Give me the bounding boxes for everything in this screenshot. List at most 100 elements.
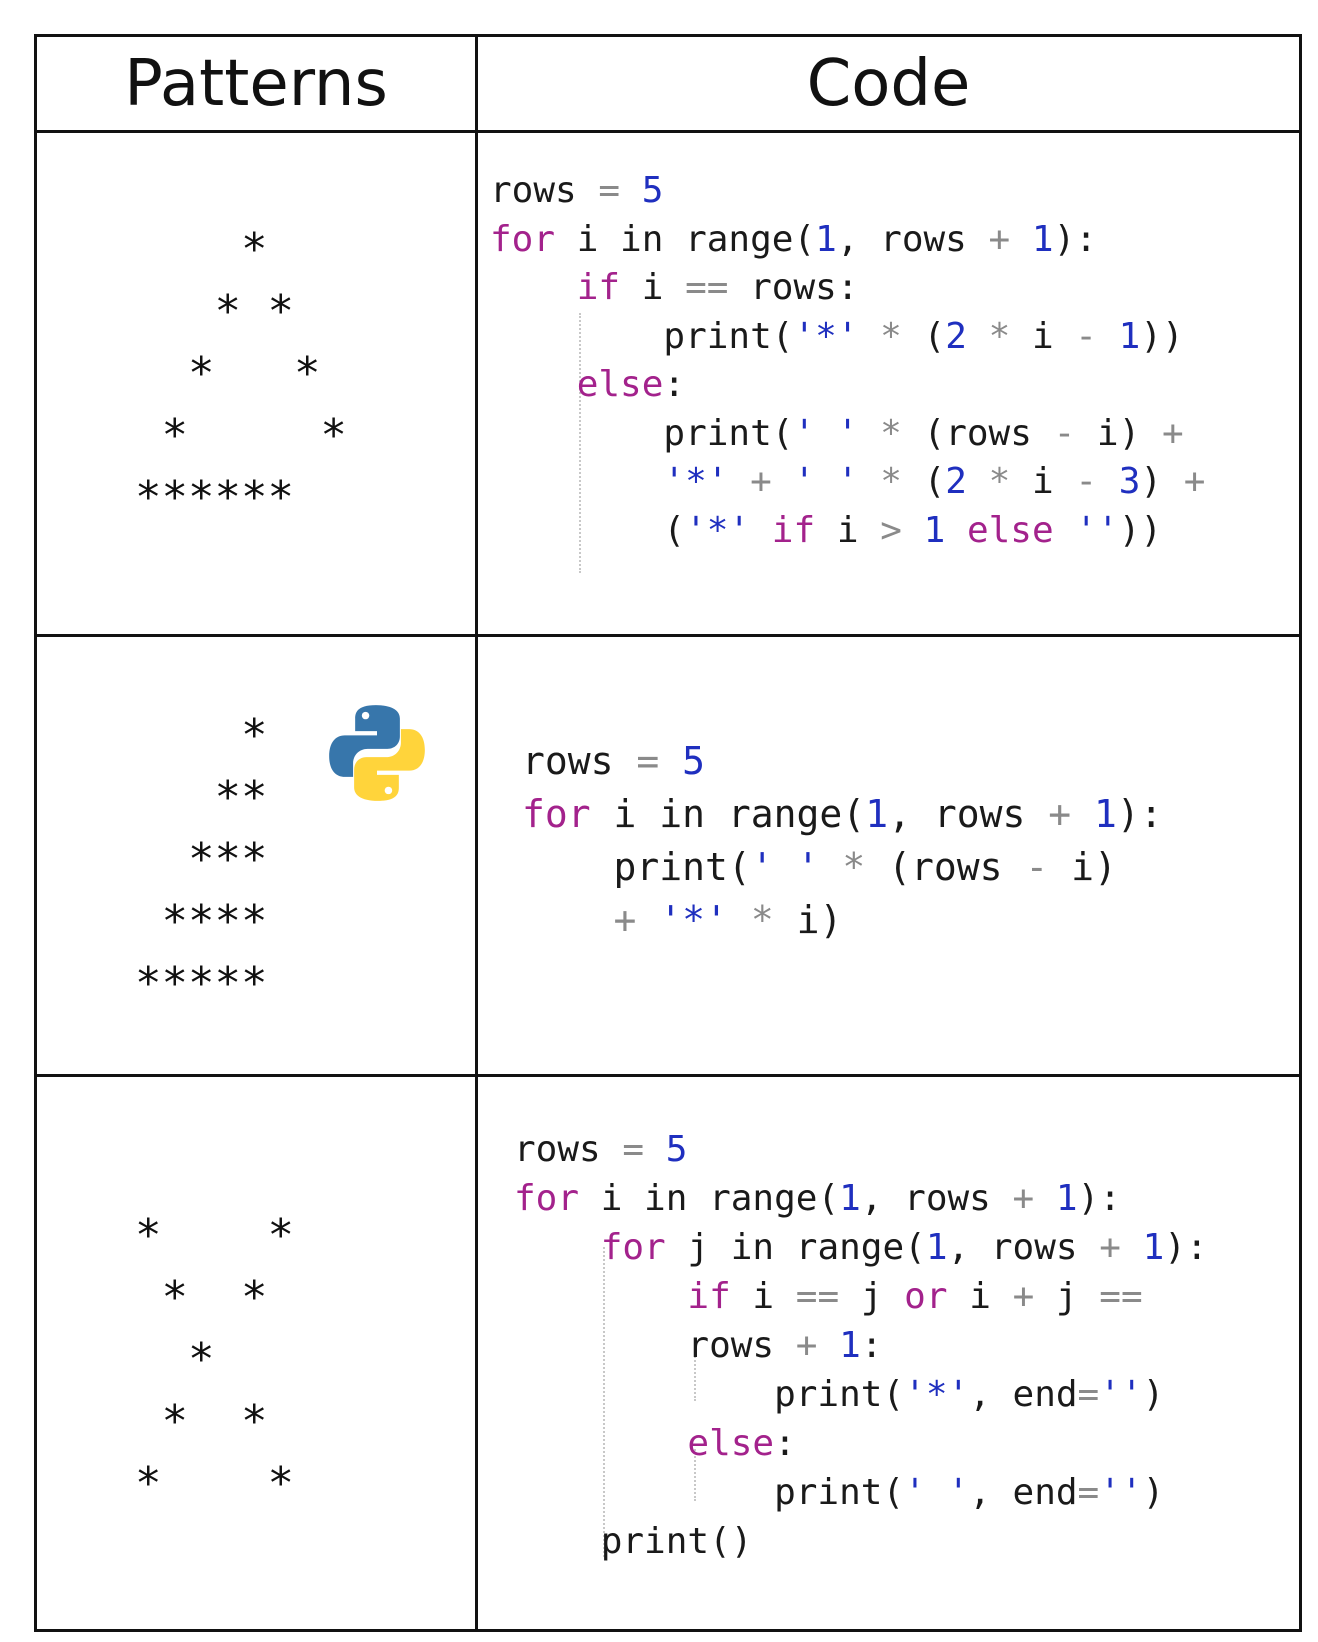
code-text-token: i in range( (579, 1178, 840, 1219)
code-text-token: i (1010, 315, 1076, 357)
string-token: '*' (685, 509, 751, 551)
code-line: print('*' * (2 * i - 1)) (490, 313, 1205, 362)
code-line: for i in range(1, rows + 1): (514, 1174, 1208, 1223)
keyword-token: for (522, 792, 591, 836)
code-text-token: print( (490, 315, 794, 357)
code-text-token (490, 364, 577, 405)
code-text-token: print( (522, 845, 751, 889)
code-line: print() (514, 1517, 1208, 1566)
number-token: 1 (1118, 315, 1141, 357)
keyword-token: else (966, 509, 1054, 551)
code-text-token: , rows (860, 1178, 1013, 1219)
string-token: '' (1075, 509, 1119, 551)
code-text-token: print( (490, 412, 794, 454)
operator-token: * (842, 845, 866, 889)
code-text-token: print() (514, 1521, 753, 1562)
code-text-token: i (1010, 461, 1076, 502)
code-text-token: , rows (947, 1227, 1100, 1268)
operator-token: + (1012, 1276, 1035, 1317)
code-line: rows = 5 (522, 735, 1163, 788)
code-text-token: rows: (728, 267, 859, 308)
code-text-token (490, 267, 577, 308)
code-text-token (522, 898, 614, 942)
number-token: 1 (1142, 1227, 1165, 1268)
number-token: 1 (839, 1325, 861, 1366)
number-token: 1 (865, 792, 889, 836)
keyword-token: for (490, 218, 556, 260)
string-token: '*' (659, 898, 728, 942)
code-text-token (967, 316, 989, 357)
code-text-token: print( (514, 1472, 905, 1513)
pattern-cell-3: * * * * * * * * * (37, 1077, 478, 1629)
code-line: print('*', end='') (514, 1370, 1208, 1419)
code-text-token (728, 461, 750, 502)
right-triangle-pattern: * ** *** **** ***** (135, 710, 268, 1009)
code-line: else: (514, 1419, 1208, 1468)
operator-token: = (622, 1129, 645, 1170)
code-text-token (1010, 219, 1032, 260)
code-text-token: , rows (836, 218, 989, 260)
code-text-token: : (860, 1325, 883, 1366)
code-text-token: )) (1118, 509, 1163, 551)
x-cross-pattern: * * * * * * * * * (135, 1210, 294, 1509)
keyword-token: if (687, 1276, 731, 1317)
keyword-token: if (771, 509, 816, 551)
code-text-token (620, 170, 642, 211)
indent-guide (603, 1247, 605, 1557)
keyword-token: else (576, 364, 664, 405)
code-text-token (817, 1325, 839, 1366)
operator-token: + (795, 1325, 818, 1366)
code-text-token (859, 461, 881, 502)
keyword-token: for (600, 1227, 666, 1268)
code-text-token: ( (901, 315, 946, 357)
code-text-token (858, 413, 880, 454)
code-line: print(' ' * (rows - i) (522, 841, 1163, 894)
code-text-token: print( (514, 1374, 905, 1415)
number-token: 3 (1118, 461, 1141, 502)
code-text-token (1054, 510, 1076, 551)
code-text-token (945, 510, 967, 551)
code-text-token: i) (773, 898, 843, 942)
string-token: ' ' (750, 845, 820, 889)
code-text-token (750, 510, 772, 551)
code-text-token: , end (969, 1374, 1078, 1415)
code-line: for i in range(1, rows + 1): (522, 788, 1163, 841)
code-text-token (514, 1276, 687, 1317)
patterns-code-table: Patterns Code * * * * * * * ****** rows … (34, 34, 1302, 1632)
number-token: 1 (1031, 218, 1054, 260)
code-text-token (1097, 461, 1119, 502)
code-text-token: i in range( (555, 218, 816, 260)
number-token: 1 (923, 509, 946, 551)
code-line: print(' ', end='') (514, 1468, 1208, 1517)
python-logo-icon (329, 705, 425, 801)
code-line: ('*' if i > 1 else '')) (490, 507, 1205, 556)
operator-token: + (1048, 792, 1072, 836)
operator-token: - (1025, 845, 1049, 889)
code-text-token (514, 1227, 601, 1268)
code-text-token: rows (490, 170, 599, 211)
code-text-token: ): (1116, 792, 1163, 836)
code-line: for j in range(1, rows + 1): (514, 1223, 1208, 1272)
operator-token: * (988, 315, 1011, 357)
keyword-token: for (514, 1178, 580, 1219)
number-token: 1 (839, 1178, 861, 1219)
code-text-token: j (1034, 1276, 1100, 1317)
code-line: else: (490, 361, 1205, 410)
code-text-token: i (947, 1276, 1013, 1317)
operator-token: - (1053, 412, 1076, 454)
code-text-token (636, 898, 659, 942)
code-text-token: ) (1142, 1472, 1165, 1513)
code-text-token: , end (969, 1472, 1078, 1513)
patterns-header: Patterns (37, 37, 478, 133)
code-text-token: i (730, 1276, 796, 1317)
string-token: '*' (793, 315, 859, 357)
string-token: '*' (663, 461, 729, 502)
operator-token: == (685, 267, 729, 308)
code-line: rows + 1: (514, 1321, 1208, 1370)
operator-token: == (795, 1276, 840, 1317)
operator-token: + (1012, 1178, 1035, 1219)
code-text-token: )) (1140, 315, 1184, 357)
operator-token: = (1077, 1374, 1100, 1415)
